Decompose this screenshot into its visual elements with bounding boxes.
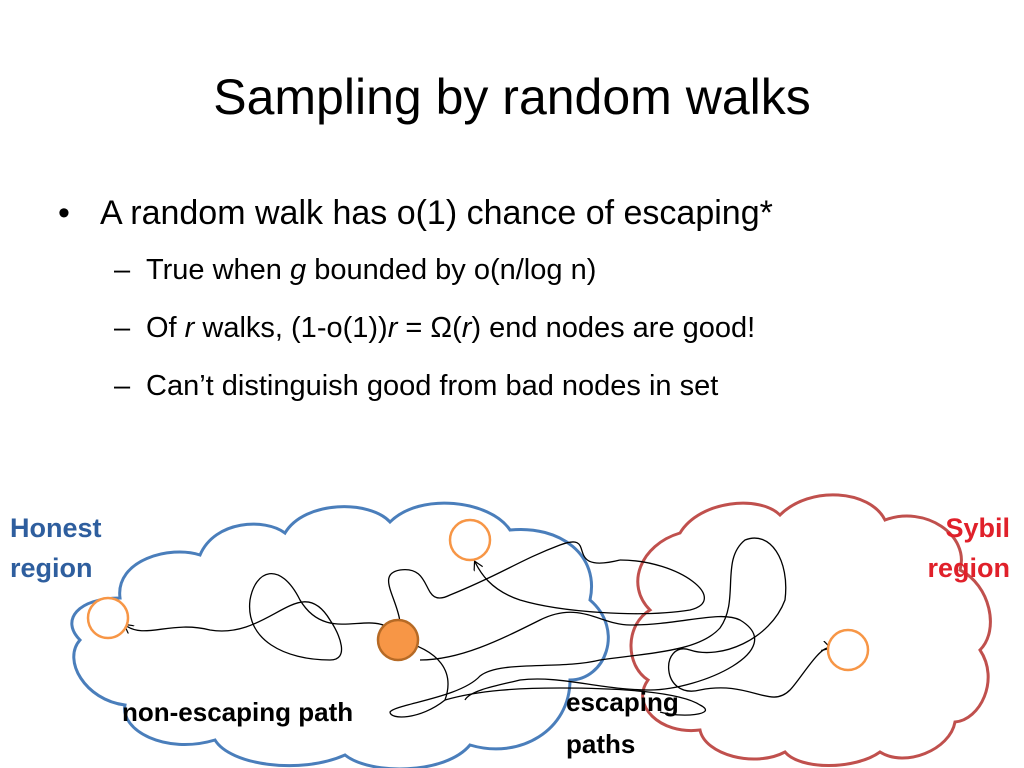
- sub-bullet-item: –Of r walks, (1-o(1))r = Ω(r) end nodes …: [58, 299, 1008, 357]
- non-escaping-path-label: non-escaping path: [122, 697, 354, 727]
- bullet-dot: •: [58, 194, 70, 232]
- sybil-region-cloud: [629, 493, 992, 767]
- escaping-paths: [389, 537, 830, 718]
- sub-bullet-text: Can’t distinguish good from bad nodes in…: [146, 370, 719, 402]
- sub-bullet-text: True when g bounded by o(n/log n): [146, 254, 597, 286]
- honest-node-left: [86, 596, 130, 640]
- sub-bullet-item: –True when g bounded by o(n/log n): [58, 241, 1008, 299]
- sub-bullet-dash: –: [114, 370, 131, 402]
- bullet-list: • A random walk has o(1) chance of escapi…: [58, 185, 1008, 415]
- honest-region-label: Honest region: [10, 513, 102, 583]
- sub-bullet-item: –Can’t distinguish good from bad nodes i…: [58, 357, 1008, 415]
- escaping-paths-lower: [444, 687, 707, 716]
- sybil-region-label: Sybil region: [927, 513, 1010, 583]
- sub-bullet-dash: –: [114, 312, 131, 344]
- slide-title: Sampling by random walks: [213, 69, 811, 125]
- bullet-item: • A random walk has o(1) chance of escapi…: [58, 185, 1008, 241]
- sub-bullet-text: Of r walks, (1-o(1))r = Ω(r) end nodes a…: [146, 312, 756, 344]
- honest-node-top: [448, 518, 492, 562]
- sub-bullet-dash: –: [114, 254, 131, 286]
- walk-to-honest-node: [387, 541, 621, 641]
- sybil-node: [826, 628, 870, 672]
- bullet-text: A random walk has o(1) chance of escapin…: [100, 194, 773, 232]
- start-node: [376, 618, 420, 662]
- non-escaping-path: [125, 572, 399, 661]
- escaping-paths-label: escaping paths: [566, 687, 679, 759]
